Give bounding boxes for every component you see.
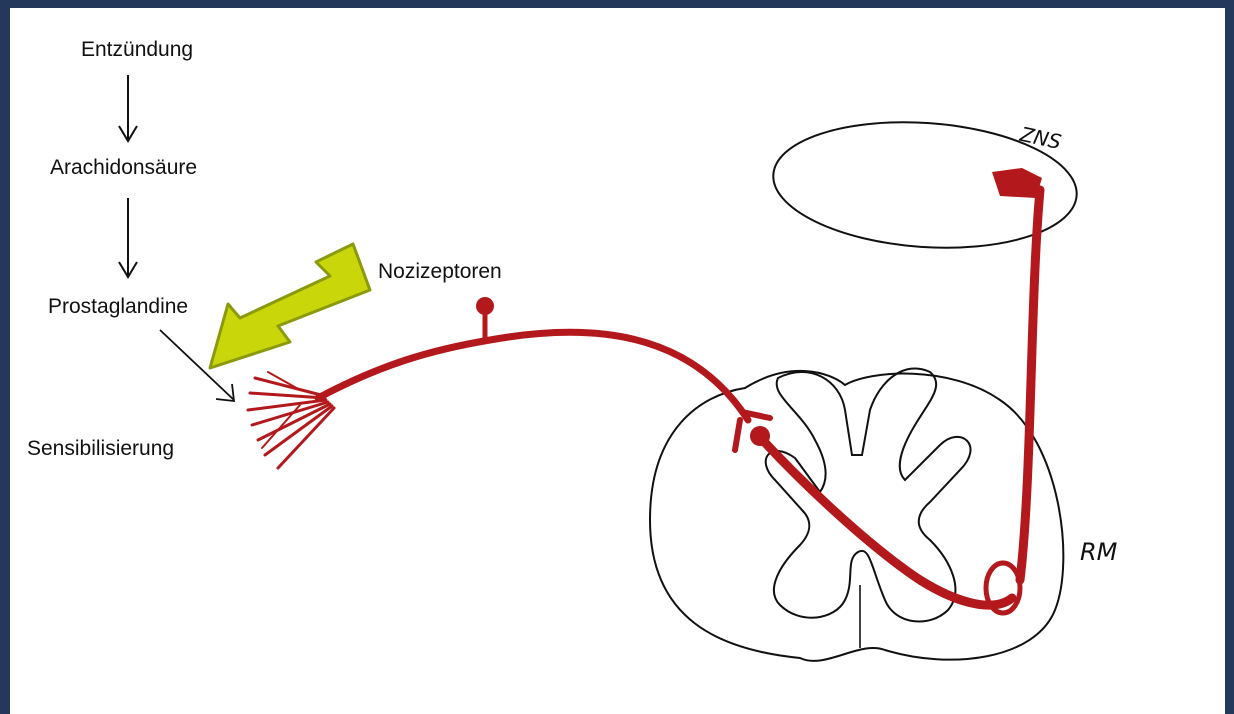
highlight-arrow — [210, 244, 370, 368]
cascade-arrow-1 — [119, 75, 137, 141]
grey-matter-outline — [766, 368, 971, 621]
cascade-label-prostaglandins: Prostaglandine — [48, 296, 188, 317]
spinal-cord-outline — [650, 371, 1063, 661]
nociceptor-nerve — [248, 190, 1040, 613]
spinal-cord-label: RM — [1080, 540, 1117, 564]
cascade-label-arachidonic-acid: Arachidonsäure — [50, 157, 197, 178]
nociceptor-label: Nozizeptoren — [378, 261, 502, 282]
result-label-sensitization: Sensibilisierung — [27, 438, 174, 459]
nerve-cell-bodies — [476, 168, 1042, 446]
cascade-arrow-2 — [119, 198, 137, 277]
cascade-label-inflammation: Entzündung — [81, 39, 193, 60]
